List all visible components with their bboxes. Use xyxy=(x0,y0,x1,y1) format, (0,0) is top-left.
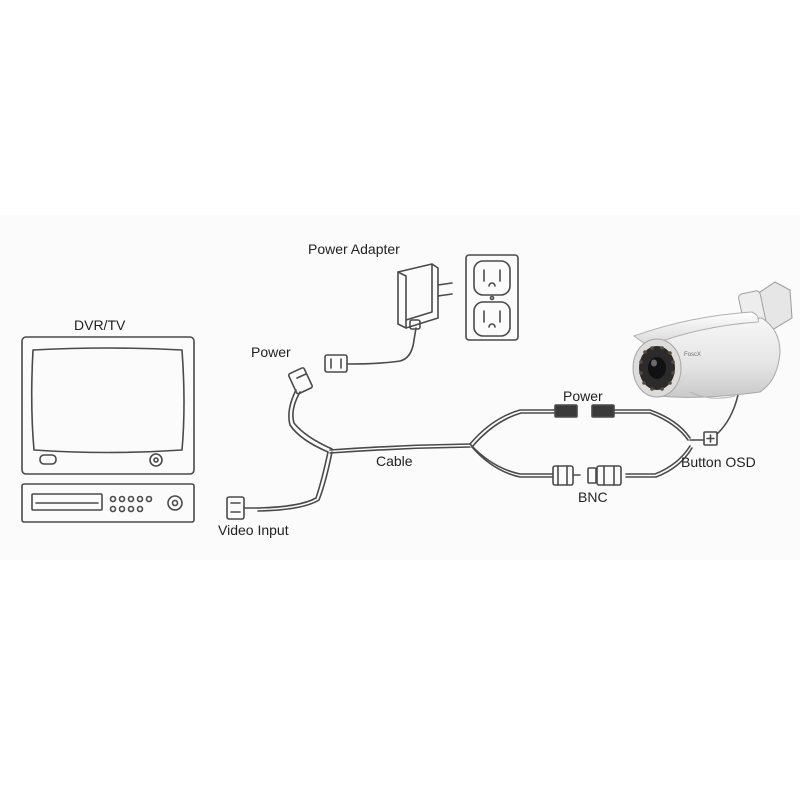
label-bnc: BNC xyxy=(578,489,608,505)
power-adapter-icon xyxy=(397,263,453,330)
split-cable xyxy=(469,394,739,478)
dvr-box-icon xyxy=(21,483,195,523)
monitor-icon xyxy=(21,336,195,475)
label-power-left: Power xyxy=(251,344,291,360)
label-button-osd: Button OSD xyxy=(681,454,756,470)
label-cable: Cable xyxy=(376,453,413,469)
button-osd-icon xyxy=(703,431,718,446)
label-power-right: Power xyxy=(563,388,603,404)
main-cable xyxy=(257,389,471,512)
dc-plug-left-icon xyxy=(287,367,313,395)
camera-icon: FoscX xyxy=(632,281,793,399)
power-connector-icon xyxy=(554,404,615,418)
label-dvr-tv: DVR/TV xyxy=(74,317,126,333)
video-input-plug-icon xyxy=(226,496,259,520)
camera-brand-text: FoscX xyxy=(684,352,701,358)
label-power-adapter: Power Adapter xyxy=(308,241,400,257)
wall-outlet-icon xyxy=(465,254,519,341)
dc-socket-icon xyxy=(324,327,417,373)
label-video-input: Video Input xyxy=(218,522,289,538)
bnc-connector-icon xyxy=(552,465,622,486)
